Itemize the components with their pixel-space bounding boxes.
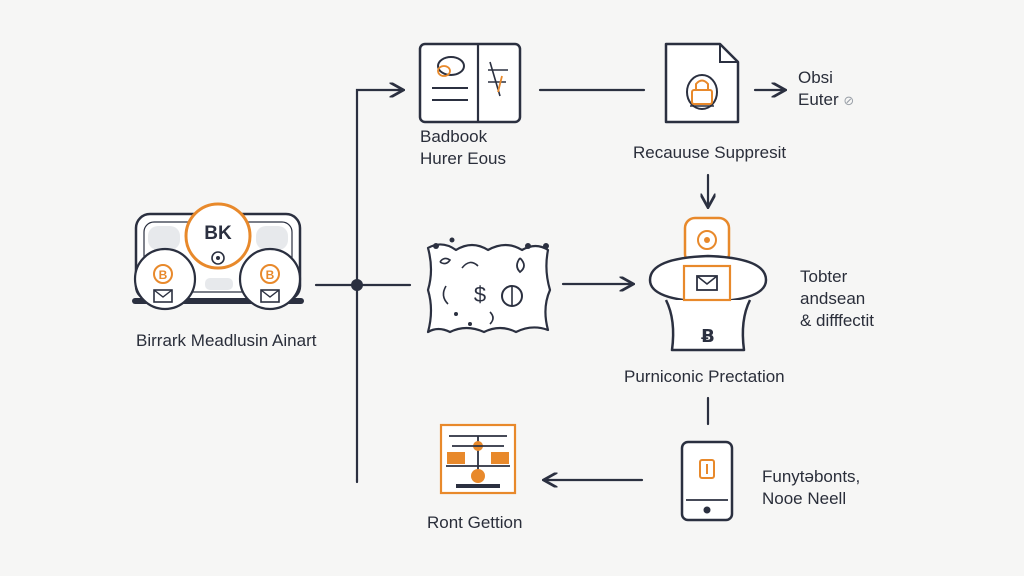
wallet-right-coin: B bbox=[266, 268, 275, 282]
note-top-right-line2-text: Euter bbox=[798, 90, 839, 109]
balance-scale-icon bbox=[439, 423, 517, 495]
map-glyph: $ bbox=[474, 282, 486, 307]
document-label: Recauuse Suppresit bbox=[633, 143, 787, 162]
faint-mark-icon: ⊘ bbox=[843, 93, 855, 108]
junction-dot bbox=[351, 279, 363, 291]
note-top-right: Obsi Euter ⊘ bbox=[798, 67, 854, 112]
note-top-right-line1: Obsi bbox=[798, 68, 833, 87]
scale-label: Ront Gettion bbox=[427, 513, 523, 532]
phone-label-line1: Funytəbonts, bbox=[762, 467, 861, 486]
note-middle-right: Tobter andsean & difffectit bbox=[800, 266, 874, 332]
note-middle-line1: Tobter bbox=[800, 267, 848, 286]
book-label-line1: Badbook bbox=[420, 127, 488, 146]
phone-label-line2: Nooe Neell bbox=[762, 489, 847, 508]
phone-icon bbox=[680, 440, 734, 522]
note-top-right-line2: Euter ⊘ bbox=[798, 89, 854, 112]
wallet-badge: BK bbox=[204, 223, 232, 244]
note-middle-line2: andsean bbox=[800, 289, 866, 308]
wallet-icon: B B bbox=[132, 202, 304, 311]
wallet-left-coin: B bbox=[159, 268, 168, 282]
platform-glyph: Ƀ bbox=[701, 326, 715, 347]
wallet-label: Birrark Meadlusin Ainart bbox=[136, 331, 317, 350]
book-icon bbox=[418, 42, 522, 124]
connectors bbox=[314, 90, 784, 482]
treasure-map-icon bbox=[426, 237, 552, 334]
connector-to-book bbox=[355, 90, 402, 482]
crypto-platform-icon bbox=[648, 216, 768, 352]
phone-label: Funytəbonts, Nooe Neell bbox=[762, 466, 860, 510]
document-lock-icon bbox=[664, 42, 740, 124]
note-middle-line3: & difffectit bbox=[800, 311, 875, 330]
book-label-line2: Hurer Eous bbox=[420, 149, 506, 168]
platform-label: Purniconic Prectation bbox=[624, 367, 785, 386]
book-label: Badbook Hurer Eous bbox=[420, 126, 506, 170]
